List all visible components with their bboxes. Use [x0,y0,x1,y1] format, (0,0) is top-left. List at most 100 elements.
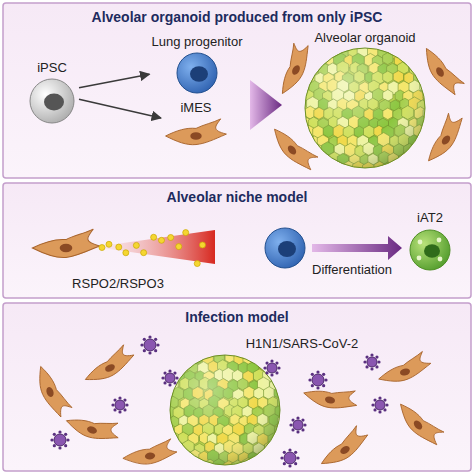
organoid-cell [208,342,219,355]
differentiation-arrow [312,236,402,260]
virus-spike [111,403,114,406]
fibroblast-cell [32,229,99,258]
virus-body [367,357,377,367]
virus-spike [378,410,381,413]
fibroblast-body [314,423,373,470]
virus-spike [118,396,121,399]
organoid-cell [423,162,427,170]
organoid-cell [415,162,427,170]
signal-dot [141,250,147,256]
fibroblast-body [33,361,73,420]
virus-spike [288,448,291,451]
organoid-cell [167,359,178,372]
organoid-cell [393,46,404,48]
fibroblast-nucleus [291,64,302,76]
virus-spike [58,446,61,449]
fibroblast-body [122,438,178,466]
organoid-outline [305,48,425,168]
organoid-cell [303,46,309,58]
fibroblast-cell [64,406,123,446]
cell-illustration [303,46,427,170]
virus-spike [370,367,373,370]
virus-body [284,452,296,464]
virus-body [165,373,175,383]
virus-particle [289,416,306,433]
cell-node: Lung progenitor [151,34,242,96]
organoid-cell [424,143,427,156]
organoid-cell [303,124,306,138]
fibroblast-nucleus [104,363,116,373]
fibroblast-nucleus [399,367,411,376]
panel-ground [3,3,471,178]
cell-label: iMES [180,100,211,116]
organoid-cell [303,143,306,157]
organoid-cell [419,63,427,76]
organoid-cell [158,395,169,408]
virus-spike [303,423,306,426]
virus-body [267,363,277,373]
organoid-sphere [157,342,291,474]
organoid-cell [304,161,314,170]
organoid-cell [252,350,263,363]
fibroblast-nucleus [286,144,298,156]
cell-nucleus [278,241,296,257]
virus-spike [308,378,311,381]
fibroblast-nucleus [45,386,55,398]
cell-node: Alveolar organoid [303,30,427,170]
organoid-sphere [303,46,427,170]
arrow-connector [79,74,149,88]
virus-particle [263,359,280,376]
virus-particle [140,335,159,354]
organoid-shade [170,355,280,465]
organoid-base [305,48,425,168]
organoid-cell [355,46,367,48]
virus-spike [270,359,273,362]
virus-spike [50,438,53,441]
organoid-cell [415,56,425,68]
signal-dot [183,230,189,236]
organoid-cell [322,46,333,47]
lamellar-body [437,238,442,243]
organoid-cell [405,46,416,47]
virus-spike [168,369,171,372]
virus-particle [280,448,299,467]
figure-label: Differentiation [312,262,392,277]
organoid-cell [159,415,171,429]
cell-label: iAT2 [417,210,443,226]
virus-spike [175,376,178,379]
organoid-cell [174,459,185,472]
virus-spike [296,416,299,419]
panel-title: Alveolar niche model [3,183,471,205]
cell-body [410,230,450,270]
virus-spike [385,403,388,406]
arrow-connector [79,99,161,118]
virus-spike [148,351,151,354]
virus-spike [370,353,373,356]
virus-spike [288,464,291,467]
signal-dot [133,242,139,248]
virus-spike [280,456,283,459]
virus-spike [296,430,299,433]
fibroblast-body [64,406,123,446]
decor-group [32,39,469,474]
organoid-cell [304,46,315,48]
organoid-cell [383,46,394,49]
organoid-cell [423,46,427,48]
virus-spike [125,403,128,406]
organoid-cell [177,449,189,463]
fibroblast-nucleus [412,419,424,431]
fibroblast-cell [314,423,373,470]
progenitor-cell [265,228,305,268]
cell-node: iMES [163,100,229,152]
cell-label: iPSC [37,60,67,76]
virus-spike [270,373,273,376]
fibroblast-nucleus [435,66,446,78]
organoid-cell [324,163,335,170]
virus-spike [118,410,121,413]
virus-spike [371,403,374,406]
cell-body [30,79,74,123]
organoid-outline [170,355,280,465]
big-arrow [250,80,282,130]
signal-dot [168,234,174,240]
